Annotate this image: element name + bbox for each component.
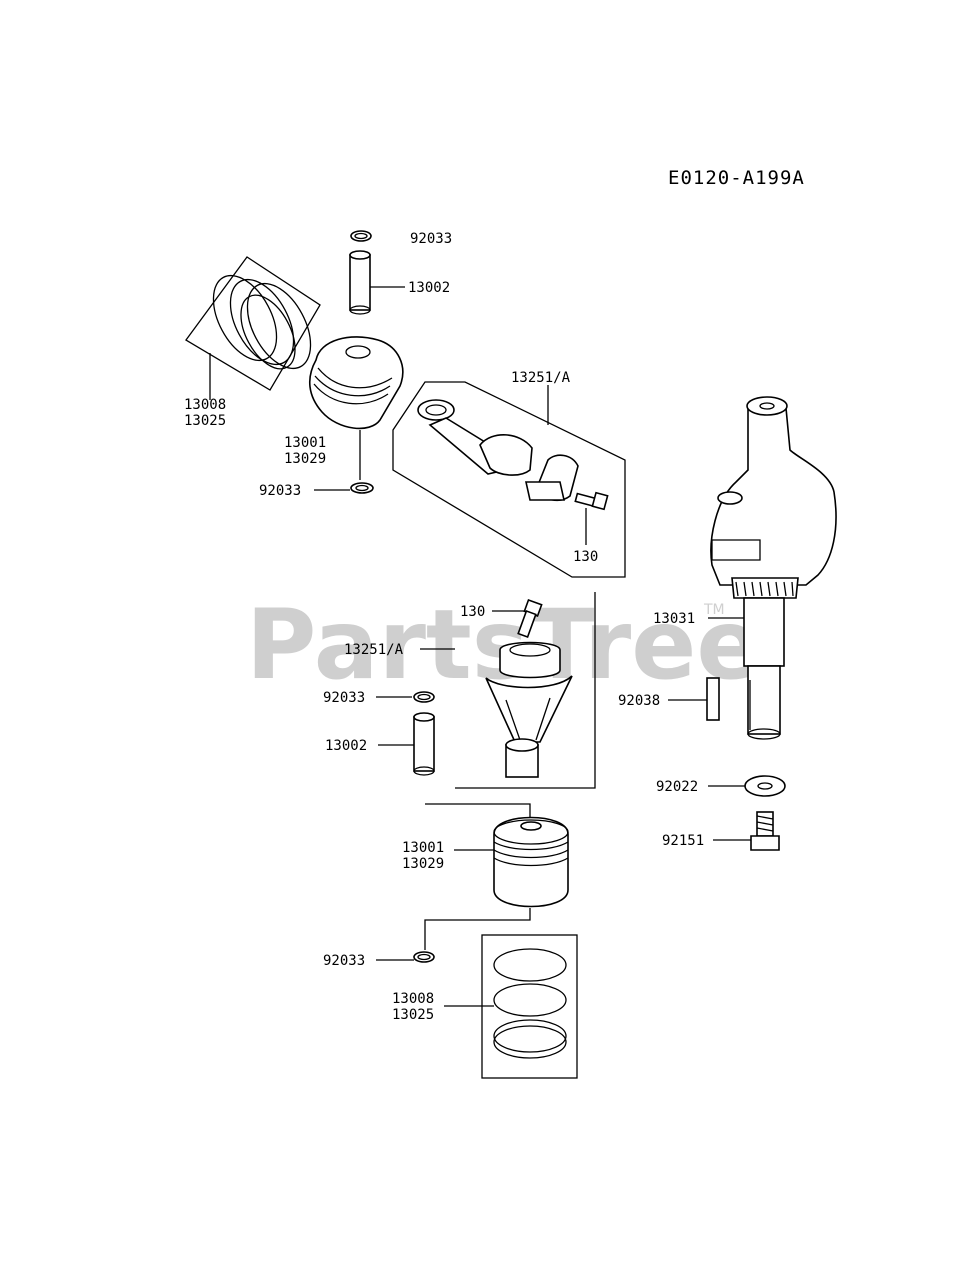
upper-piston-pin[interactable] [349, 250, 371, 315]
watermark-text: PartsTree [246, 589, 761, 701]
label-upper-rod: 13251/A [511, 370, 571, 386]
leader-lower-piston-top [425, 803, 531, 820]
lower-piston[interactable] [493, 816, 569, 908]
label-lower-snap-ring-bottom: 92033 [323, 953, 365, 969]
label-lower-rings-a: 13008 [392, 991, 434, 1007]
crank-bolt[interactable] [750, 811, 780, 851]
lower-snap-ring-bottom[interactable] [413, 951, 435, 963]
label-lower-snap-ring-top: 92033 [323, 690, 365, 706]
upper-connecting-rod[interactable] [417, 399, 579, 502]
upper-rod-bolt[interactable] [574, 491, 609, 511]
label-upper-snap-ring-bottom: 92033 [259, 483, 301, 499]
lower-snap-ring-top[interactable] [413, 691, 435, 703]
label-crank-bolt: 92151 [662, 833, 704, 849]
lower-piston-pin[interactable] [413, 712, 435, 776]
upper-piston[interactable] [309, 336, 404, 430]
label-crank-key: 92038 [618, 693, 660, 709]
label-lower-piston-b: 13029 [402, 856, 444, 872]
crank-key[interactable] [706, 677, 751, 730]
watermark-trademark: TM [703, 602, 725, 618]
leader-lower-piston-bottom [424, 908, 531, 950]
label-upper-piston-b: 13029 [284, 451, 326, 467]
label-lower-piston-a: 13001 [402, 840, 444, 856]
label-upper-bolt: 130 [573, 549, 598, 565]
label-crankshaft: 13031 [653, 611, 695, 627]
crankshaft[interactable] [710, 396, 837, 740]
label-upper-rings-a: 13008 [184, 397, 226, 413]
label-lower-rings-b: 13025 [392, 1007, 434, 1023]
label-upper-pin: 13002 [408, 280, 450, 296]
upper-piston-rings[interactable] [185, 256, 324, 391]
lower-rod-bolt[interactable] [517, 598, 543, 639]
label-upper-piston-a: 13001 [284, 435, 326, 451]
label-upper-rings-b: 13025 [184, 413, 226, 429]
upper-snap-ring-top[interactable] [350, 230, 372, 242]
label-lower-rod: 13251/A [344, 642, 404, 658]
lower-piston-rings[interactable] [481, 934, 578, 1079]
upper-rod-box [392, 381, 626, 578]
label-lower-bolt: 130 [460, 604, 485, 620]
lower-connecting-rod[interactable] [485, 641, 573, 778]
diagram-code: E0120-A199A [668, 167, 805, 189]
label-lower-pin: 13002 [325, 738, 367, 754]
crank-washer[interactable] [744, 775, 786, 797]
lower-rod-bracket [455, 592, 596, 789]
label-crank-washer: 92022 [656, 779, 698, 795]
label-upper-snap-ring-top: 92033 [410, 231, 452, 247]
upper-snap-ring-bottom[interactable] [350, 482, 374, 494]
